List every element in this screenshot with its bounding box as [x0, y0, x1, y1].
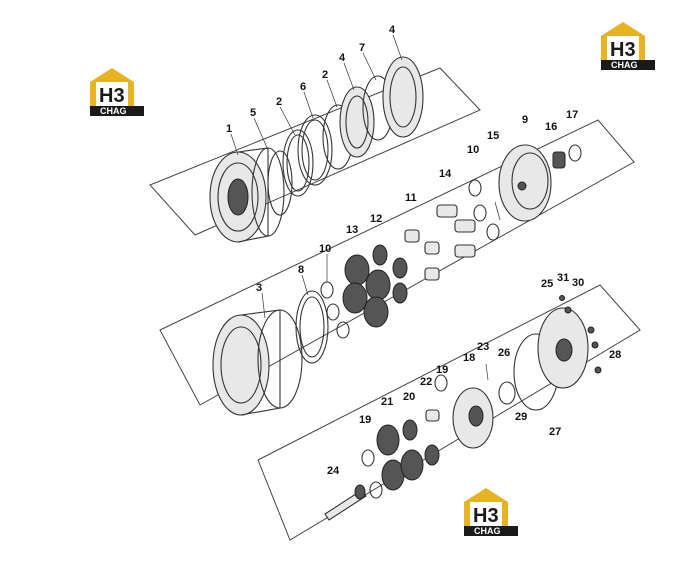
part-8-ring [295, 290, 329, 364]
callout-4: 4 [389, 24, 396, 36]
part-5-ring [267, 150, 293, 216]
middle-assembly-frame [159, 119, 635, 406]
svg-text:H3: H3 [473, 505, 499, 527]
callout-5: 5 [250, 107, 256, 119]
part-4-bearing-b [382, 56, 424, 138]
callout-8: 8 [298, 264, 304, 276]
part-30-31-bolts [559, 295, 572, 314]
part-17-clip [568, 144, 582, 162]
callout-1: 1 [226, 123, 232, 135]
callout-6: 6 [300, 81, 306, 93]
part-25-cover [537, 307, 589, 389]
part-18-carrier [452, 387, 494, 449]
part-21-gears [376, 424, 424, 491]
part-3-ring-housing [212, 309, 303, 416]
svg-text:H3: H3 [610, 39, 636, 61]
part-11-pins [404, 229, 440, 281]
svg-text:H3: H3 [99, 85, 125, 107]
callout-4: 4 [339, 52, 346, 64]
callout-17: 17 [566, 109, 578, 121]
part-23-pin [485, 363, 489, 381]
part-16-spline [552, 151, 566, 169]
callout-7: 7 [359, 42, 365, 54]
callout-28: 28 [609, 349, 621, 361]
callout-18: 18 [463, 352, 475, 364]
h3-chag-logo-icon: H3 CHAG [90, 68, 144, 116]
callout-27: 27 [549, 426, 561, 438]
callout-3: 3 [256, 282, 262, 294]
part-10-washers [320, 179, 500, 339]
part-20-bearing [402, 419, 440, 466]
callout-11: 11 [405, 192, 417, 204]
upper-assembly-frame [149, 67, 481, 236]
callout-31: 31 [557, 272, 569, 284]
part-28-plugs [587, 326, 602, 374]
leader-lines [230, 34, 403, 319]
part-19-washers [361, 374, 448, 499]
callout-10: 10 [467, 144, 479, 156]
callout-26: 26 [498, 347, 510, 359]
part-2-seal [282, 129, 314, 197]
callout-19: 19 [359, 414, 371, 426]
part-4-bearing [339, 86, 375, 158]
callout-13: 13 [346, 224, 358, 236]
callout-29: 29 [515, 411, 527, 423]
part-15-pin [494, 201, 501, 221]
part-13-planet-gears [342, 254, 391, 328]
lower-assembly-frame [257, 284, 641, 541]
callout-22: 22 [420, 376, 432, 388]
part-22-pin [425, 409, 440, 422]
svg-text:CHAG: CHAG [611, 60, 638, 70]
part-6-ring [297, 114, 333, 186]
part-14-shafts [436, 204, 476, 258]
callout-labels: 1 2 2 3 4 4 5 6 7 8 9 10 10 11 12 13 14 … [226, 24, 621, 477]
callout-2: 2 [322, 69, 328, 81]
part-24-input-shaft [324, 484, 367, 521]
callout-24: 24 [327, 465, 340, 477]
callout-30: 30 [572, 277, 584, 289]
part-9-carrier [498, 144, 552, 222]
h3-chag-logo-icon: H3 CHAG [464, 488, 518, 536]
svg-text:CHAG: CHAG [474, 526, 501, 536]
callout-21: 21 [381, 396, 393, 408]
callout-15: 15 [487, 130, 499, 142]
callout-9: 9 [522, 114, 528, 126]
h3-chag-logo-icon: H3 CHAG [601, 22, 655, 70]
callout-16: 16 [545, 121, 557, 133]
callout-10: 10 [319, 243, 331, 255]
callout-25: 25 [541, 278, 553, 290]
callout-19: 19 [436, 364, 448, 376]
callout-14: 14 [439, 168, 452, 180]
callout-12: 12 [370, 213, 382, 225]
callout-23: 23 [477, 341, 489, 353]
callout-20: 20 [403, 391, 415, 403]
part-1-housing [209, 147, 285, 243]
svg-text:CHAG: CHAG [100, 106, 127, 116]
part-26-circlip [498, 381, 516, 405]
part-12-needle-bearings [372, 244, 408, 304]
callout-2: 2 [276, 96, 282, 108]
